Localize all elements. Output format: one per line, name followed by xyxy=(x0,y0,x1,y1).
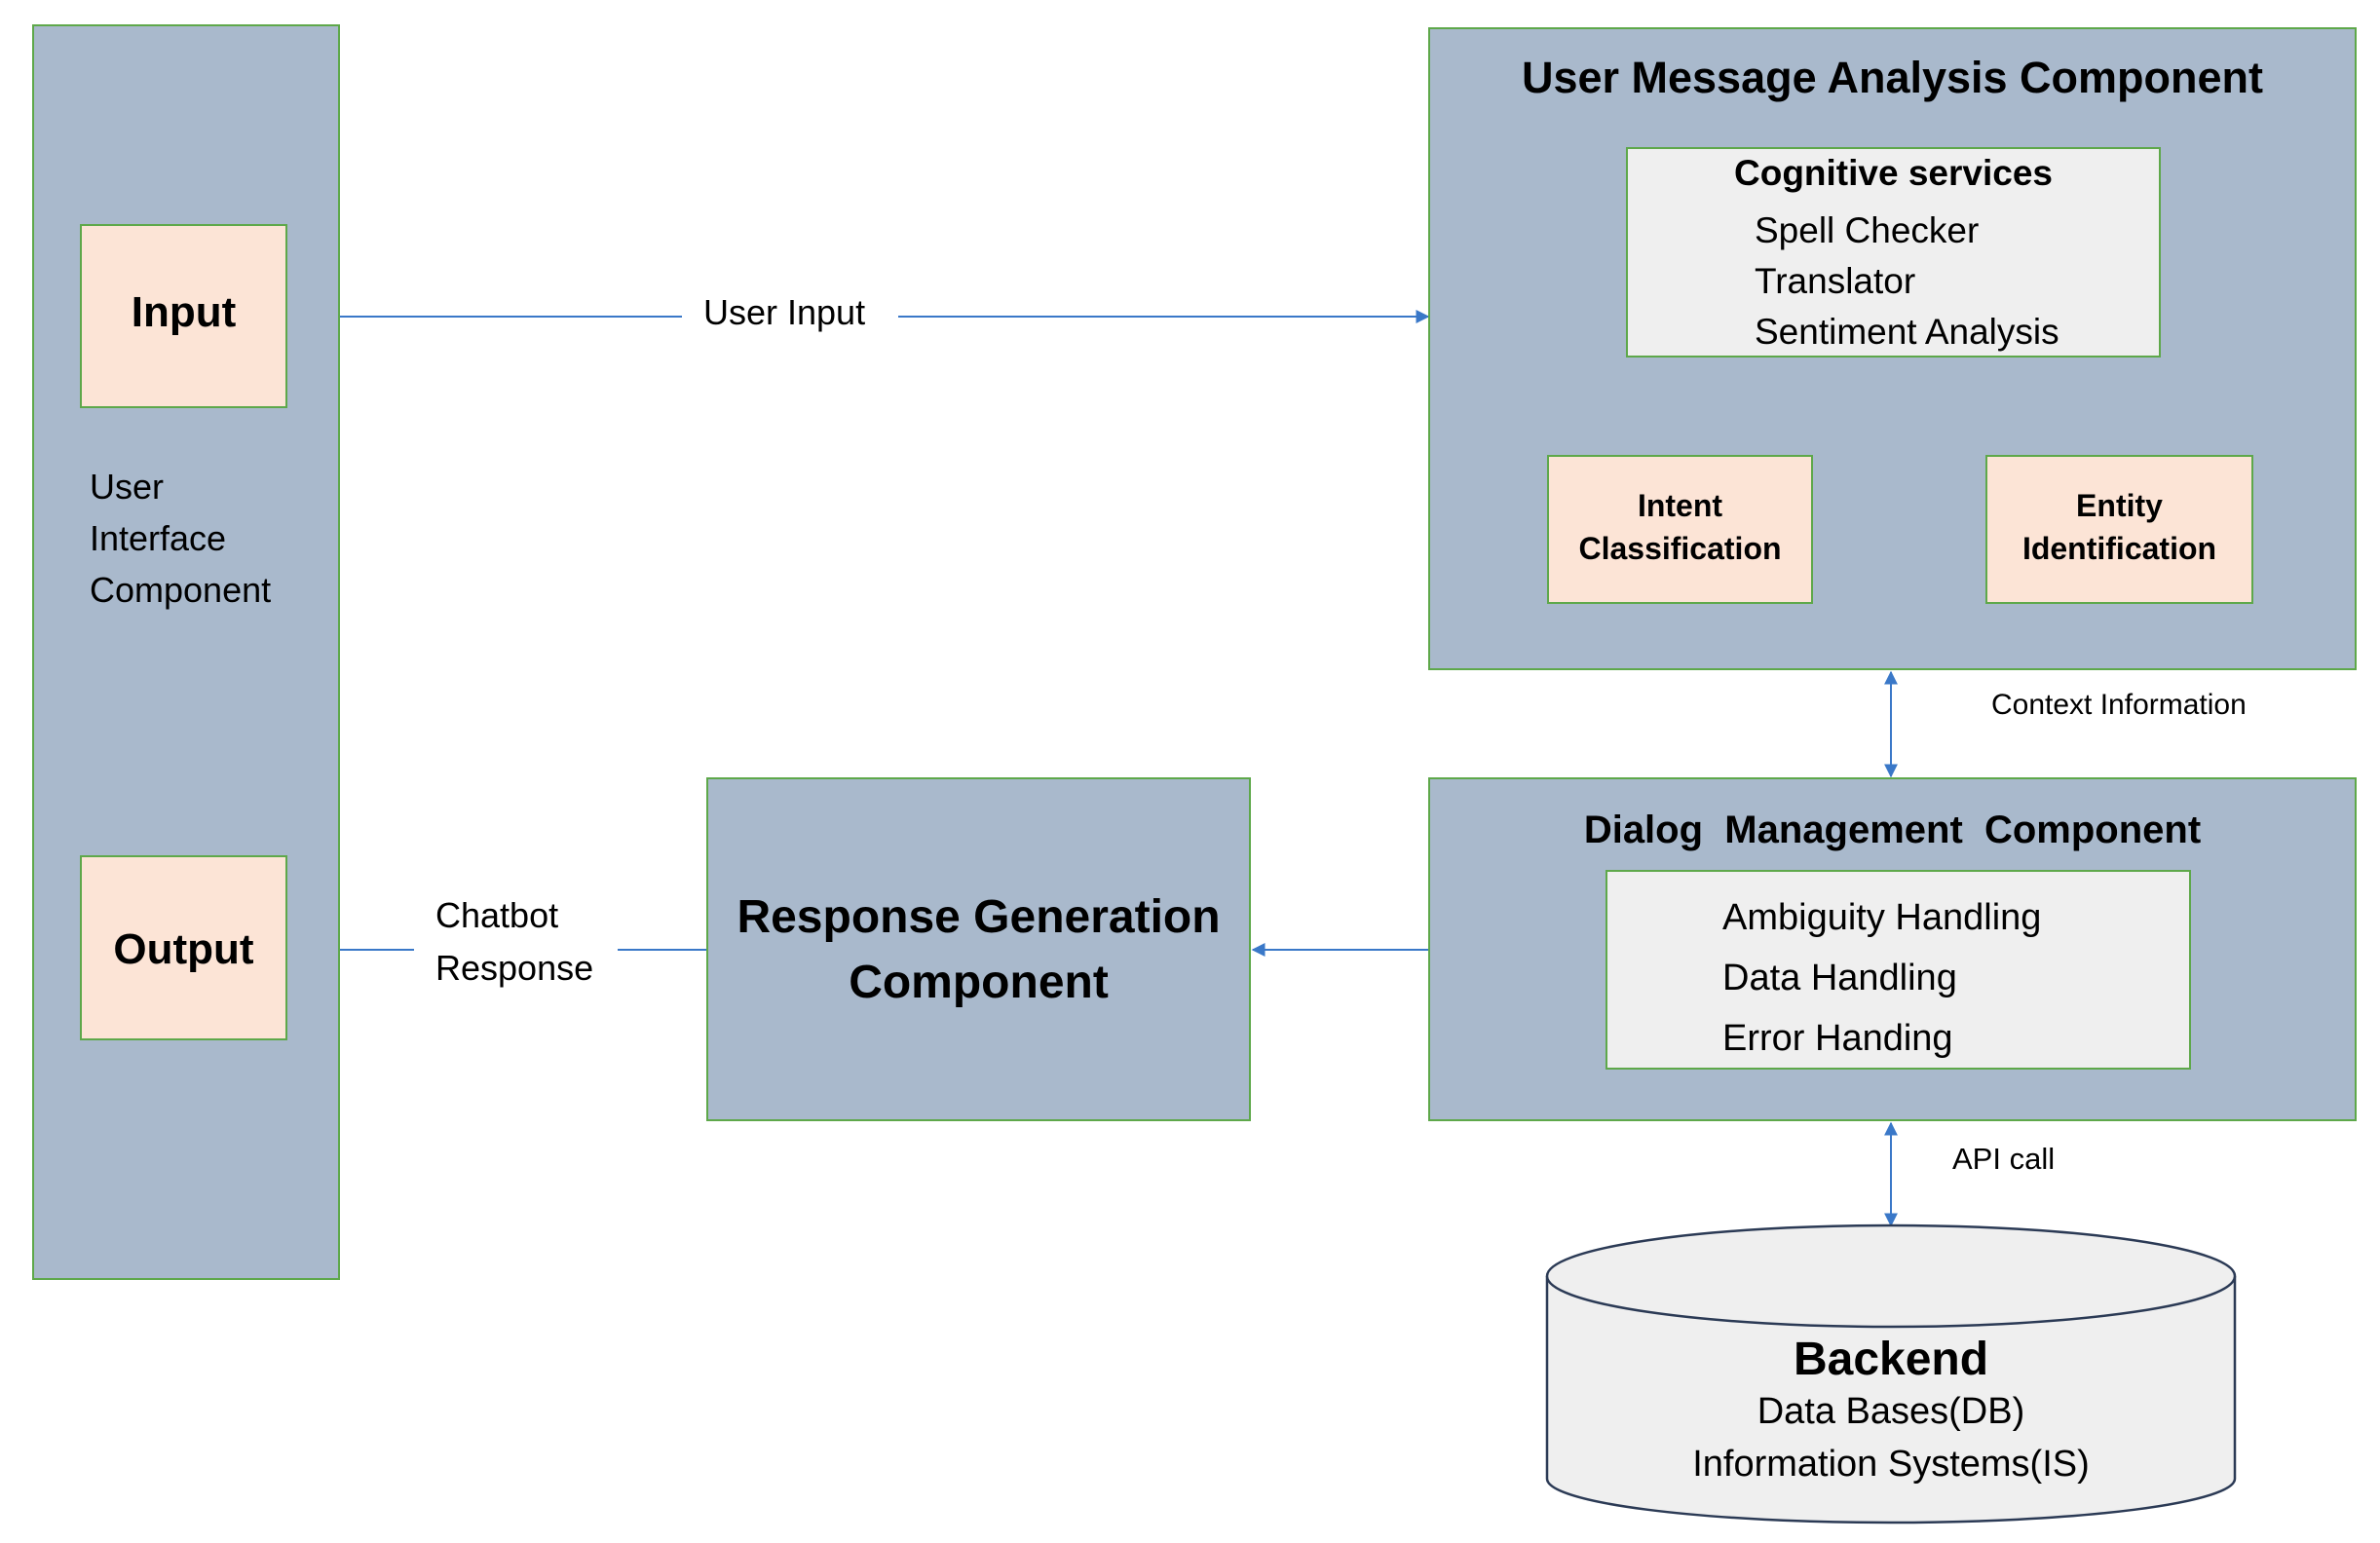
intent-classification-label: Intent Classification xyxy=(1549,484,1811,570)
chatbot-response-label: Chatbot Response xyxy=(435,889,593,995)
dialog-item-data-handling: Data Handling xyxy=(1722,958,1957,998)
output-box: Output xyxy=(80,855,287,1040)
response-title-line-2: Component xyxy=(849,957,1109,1008)
backend-cylinder-body xyxy=(1545,1276,2237,1524)
ui-label-line-1: User xyxy=(90,467,165,507)
context-information-label: Context Information xyxy=(1991,689,2247,721)
cognitive-item-translator: Translator xyxy=(1755,261,1916,301)
backend-line-databases: Data Bases(DB) xyxy=(1757,1391,2025,1432)
dialog-item-error-handing: Error Handing xyxy=(1722,1018,1953,1059)
user-input-label: User Input xyxy=(703,292,866,332)
backend-lines: Data Bases(DB) Information Systems(IS) xyxy=(1547,1385,2235,1490)
chatbot-response-line-1: Chatbot xyxy=(435,895,559,935)
cognitive-item-sentiment-analysis: Sentiment Analysis xyxy=(1755,312,2059,352)
entity-identification-box: Entity Identification xyxy=(1985,455,2253,604)
dialog-item-ambiguity-handling: Ambiguity Handling xyxy=(1722,897,2042,938)
api-call-label: API call xyxy=(1952,1142,2056,1176)
response-title-line-1: Response Generation xyxy=(737,891,1221,943)
intent-line-2: Classification xyxy=(1578,531,1782,566)
analysis-title: User Message Analysis Component xyxy=(1521,53,2264,102)
response-generation-component: Response Generation Component xyxy=(706,777,1251,1121)
entity-line-1: Entity xyxy=(2076,488,2163,523)
chatbot-response-line-2: Response xyxy=(435,948,594,988)
dialog-handlers-list: Ambiguity Handling Data Handling Error H… xyxy=(1722,887,2041,1069)
intent-line-1: Intent xyxy=(1637,488,1723,523)
output-label: Output xyxy=(113,925,254,973)
input-box: Input xyxy=(80,224,287,408)
intent-classification-box: Intent Classification xyxy=(1547,455,1813,604)
cognitive-services-heading: Cognitive services xyxy=(1734,153,2053,193)
dialog-handlers-box: Ambiguity Handling Data Handling Error H… xyxy=(1606,870,2191,1070)
ui-label-line-2: Interface xyxy=(90,518,227,558)
response-generation-title: Response Generation Component xyxy=(708,884,1249,1015)
ui-label-line-3: Component xyxy=(90,570,272,610)
entity-identification-label: Entity Identification xyxy=(1987,484,2251,570)
backend-title: Backend xyxy=(1793,1334,1989,1385)
cognitive-services-box: Cognitive services Spell Checker Transla… xyxy=(1626,147,2161,358)
backend-line-information-systems: Information Systems(IS) xyxy=(1692,1444,2090,1485)
dialog-title: Dialog Management Component xyxy=(1583,809,2202,851)
backend-cylinder-top xyxy=(1545,1223,2237,1329)
entity-line-2: Identification xyxy=(2021,531,2217,566)
cognitive-services-list: Spell Checker Translator Sentiment Analy… xyxy=(1755,206,2059,358)
input-label: Input xyxy=(131,288,237,336)
cognitive-item-spell-checker: Spell Checker xyxy=(1755,210,1980,250)
ui-component-label: User Interface Component xyxy=(90,461,271,616)
